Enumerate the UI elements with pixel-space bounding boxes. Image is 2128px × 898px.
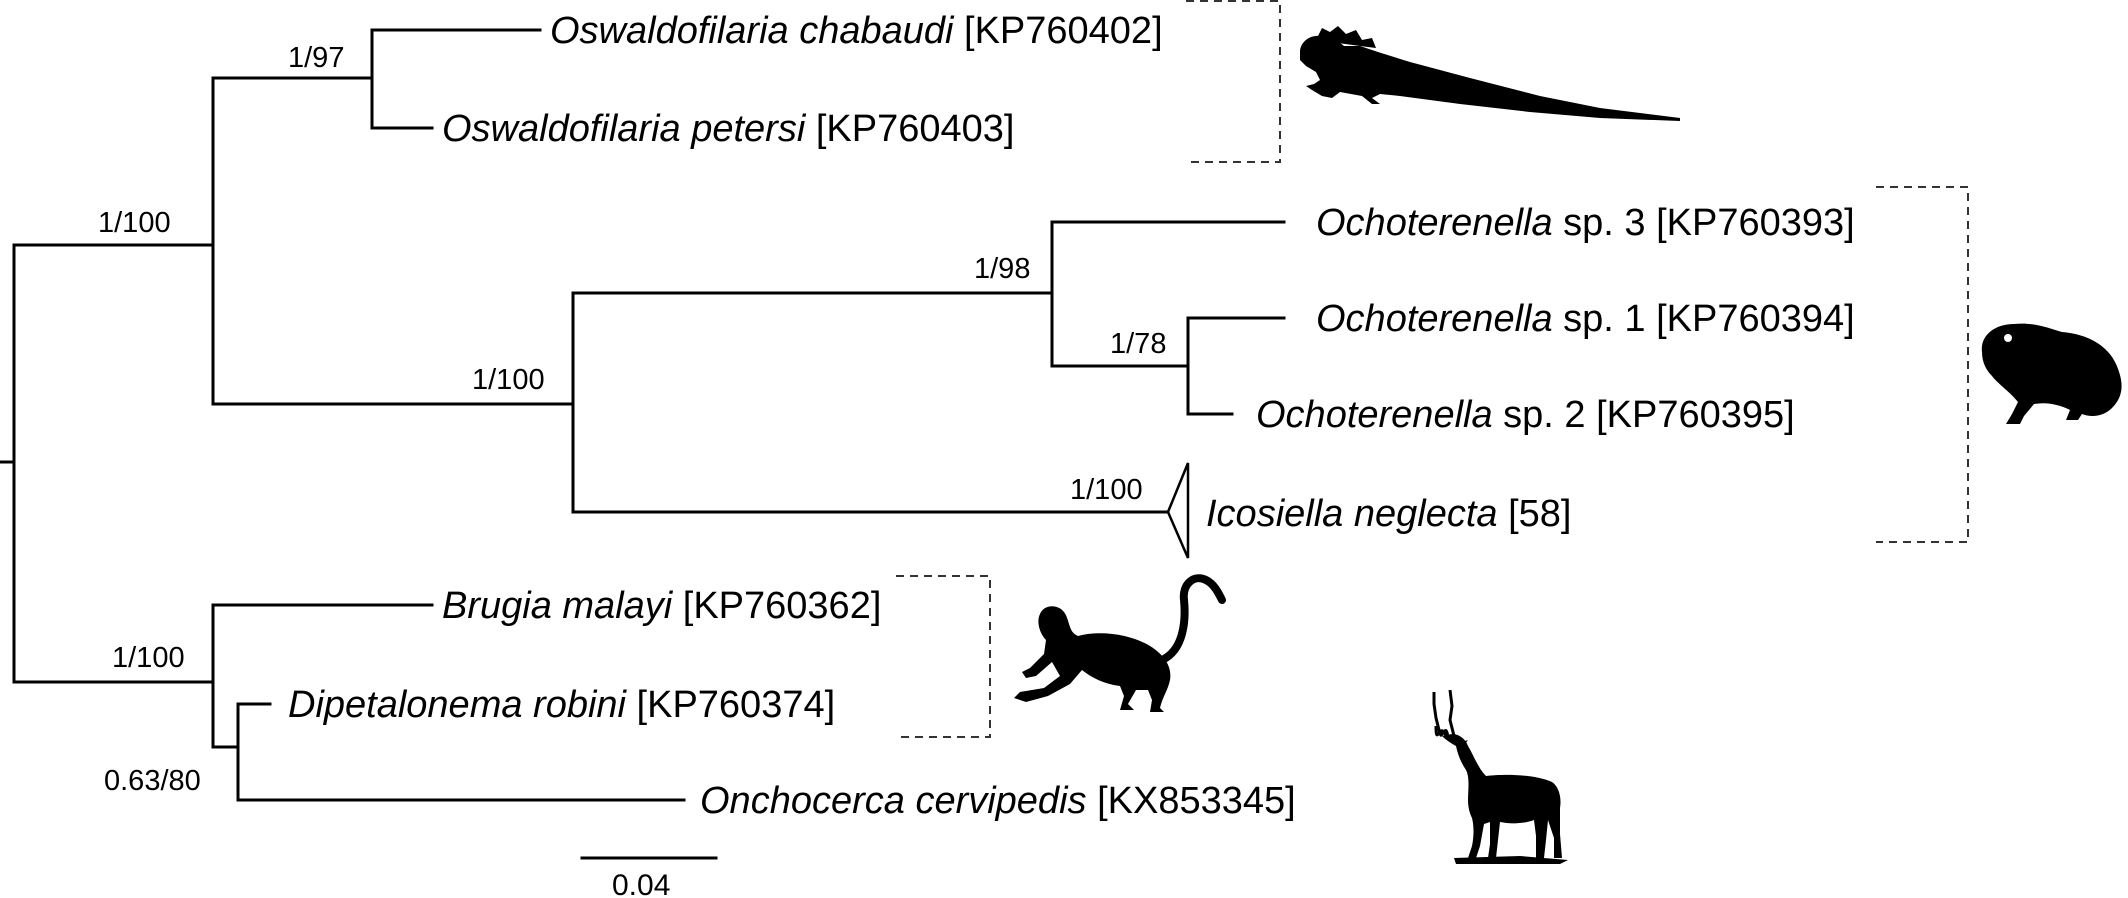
support-value: 1/100 bbox=[112, 642, 185, 674]
host-brackets bbox=[896, 0, 1969, 738]
bracket-reptile-hosts bbox=[1186, 0, 1281, 163]
toad-icon bbox=[1981, 323, 2122, 424]
support-value: 0.63/80 bbox=[104, 765, 201, 797]
support-value: 1/78 bbox=[1110, 328, 1166, 360]
support-value: 1/100 bbox=[472, 364, 545, 396]
taxon-label: Ochoterenella sp. 1 [KP760394] bbox=[1316, 298, 1855, 340]
taxon-label: Ochoterenella sp. 2 [KP760395] bbox=[1256, 394, 1795, 436]
taxon-label: Ochoterenella sp. 3 [KP760393] bbox=[1316, 202, 1855, 244]
support-value: 1/97 bbox=[288, 42, 344, 74]
support-values: 1/97 1/100 1/100 1/98 1/78 1/100 1/100 0… bbox=[98, 42, 1166, 797]
antelope-icon bbox=[1432, 689, 1568, 864]
bracket-amphibian-hosts bbox=[1876, 186, 1969, 543]
support-value: 1/100 bbox=[1070, 474, 1143, 506]
support-value: 1/98 bbox=[974, 253, 1030, 285]
iguana-icon bbox=[1300, 26, 1680, 121]
taxon-label: Brugia malayi [KP760362] bbox=[442, 585, 881, 627]
tree-branches bbox=[0, 28, 1286, 802]
taxon-label: Dipetalonema robini [KP760374] bbox=[288, 684, 835, 726]
taxon-label: Oswaldofilaria chabaudi [KP760402] bbox=[550, 10, 1163, 52]
taxon-label: Icosiella neglecta [58] bbox=[1206, 493, 1571, 535]
bracket-primate-hosts bbox=[896, 575, 991, 738]
collapsed-clade-triangle bbox=[1166, 462, 1190, 559]
scale-bar-label: 0.04 bbox=[612, 869, 670, 898]
taxon-label: Onchocerca cervipedis [KX853345] bbox=[700, 780, 1296, 822]
support-value: 1/100 bbox=[98, 207, 171, 239]
taxon-label: Oswaldofilaria petersi [KP760403] bbox=[442, 108, 1014, 150]
monkey-icon bbox=[1014, 574, 1226, 712]
scale-bar: 0.04 bbox=[580, 856, 718, 898]
taxon-labels: Oswaldofilaria chabaudi [KP760402] Oswal… bbox=[288, 10, 1855, 822]
